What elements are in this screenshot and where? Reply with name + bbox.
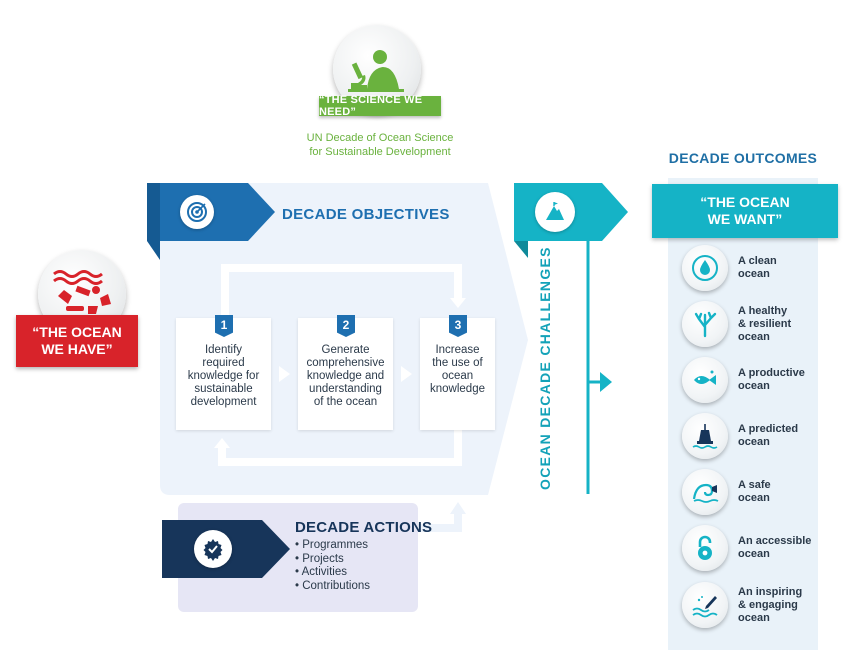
mountain-flag-icon xyxy=(535,192,575,232)
objectives-title: DECADE OBJECTIVES xyxy=(282,206,450,223)
outcome-label-safe: A safe ocean xyxy=(738,479,771,504)
action-item-activities: Activities xyxy=(295,566,370,580)
scientist-microscope-icon xyxy=(348,50,404,92)
objective-number-1: 1 xyxy=(215,315,233,337)
buoy-icon xyxy=(682,413,728,459)
outcome-item-clean: A clean ocean xyxy=(682,243,822,293)
outcome-item-inspiring: An inspiring & engaging ocean xyxy=(682,580,822,630)
objective-text-1: Identify required knowledge for sustaina… xyxy=(187,344,260,408)
objective-number-2: 2 xyxy=(337,315,355,337)
outcome-label-clean: A clean ocean xyxy=(738,255,777,280)
objective-card-3: Increase the use of ocean knowledge xyxy=(420,318,495,430)
pen-icon xyxy=(682,582,728,628)
outcome-label-healthy: A healthy & resilient ocean xyxy=(738,304,792,343)
outcome-label-productive: A productive ocean xyxy=(738,367,805,392)
outcome-item-accessible: An accessible ocean xyxy=(682,523,822,573)
open-lock-icon xyxy=(682,525,728,571)
coral-icon xyxy=(682,301,728,347)
outcome-label-accessible: An accessible ocean xyxy=(738,535,812,560)
objective-text-3: Increase the use of ocean knowledge xyxy=(430,344,485,395)
actions-title: DECADE ACTIONS xyxy=(295,519,433,536)
outcome-label-predicted: A predicted ocean xyxy=(738,423,799,448)
challenges-label: OCEAN DECADE CHALLENGES xyxy=(537,246,553,490)
outcome-item-safe: A safe ocean xyxy=(682,467,822,517)
gear-check-icon xyxy=(194,530,232,568)
ocean-we-have-banner: “THE OCEAN WE HAVE” xyxy=(16,315,138,367)
outcome-item-productive: A productive ocean xyxy=(682,355,822,405)
science-subtitle: UN Decade of Ocean Science for Sustainab… xyxy=(306,132,454,158)
objective-text-2: Generate comprehensive knowledge and und… xyxy=(306,344,385,408)
objective-number-3: 3 xyxy=(449,315,467,337)
action-item-projects: Projects xyxy=(295,553,370,567)
action-item-contributions: Contributions xyxy=(295,580,370,594)
fish-icon xyxy=(682,357,728,403)
water-drop-icon xyxy=(682,245,728,291)
action-item-programmes: Programmes xyxy=(295,539,370,553)
wave-icon xyxy=(682,469,728,515)
outcome-item-predicted: A predicted ocean xyxy=(682,411,822,461)
ocean-we-want-banner: “THE OCEAN WE WANT” xyxy=(652,184,838,238)
outcome-item-healthy: A healthy & resilient ocean xyxy=(682,299,822,349)
outcomes-title: DECADE OUTCOMES xyxy=(668,150,818,166)
target-icon xyxy=(180,195,214,229)
actions-list: Programmes Projects Activities Contribut… xyxy=(295,539,370,593)
outcome-label-inspiring: An inspiring & engaging ocean xyxy=(738,585,803,624)
polluted-ocean-icon xyxy=(53,270,111,314)
